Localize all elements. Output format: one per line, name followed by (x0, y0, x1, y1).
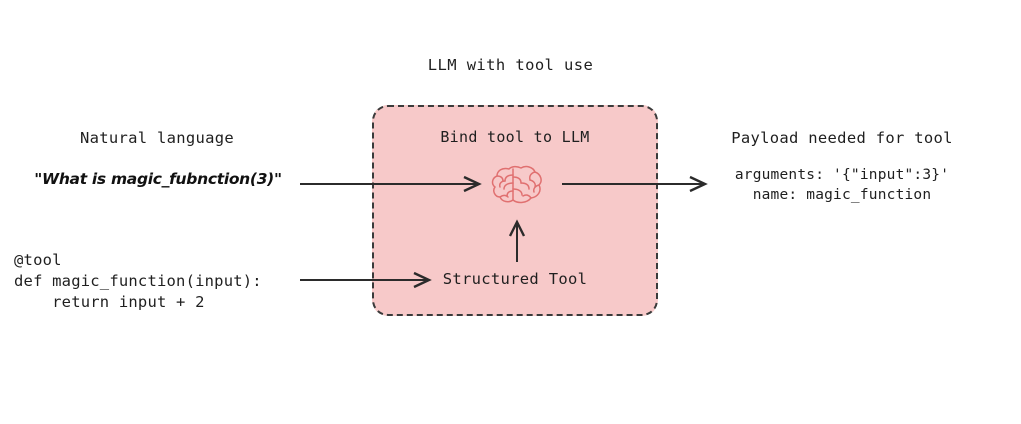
structured-tool-label: Structured Tool (442, 270, 588, 288)
payload-heading: Payload needed for tool (731, 129, 953, 147)
page-title: LLM with tool use (427, 56, 594, 74)
user-utterance-text: "What is magic_fubnction(3)" (34, 170, 282, 188)
natural-language-heading: Natural language (79, 129, 235, 147)
tool-code-block: @tool def magic_function(input): return … (14, 251, 262, 311)
bind-tool-label: Bind tool to LLM (440, 128, 590, 146)
payload-body: arguments: '{"input":3}' name: magic_fun… (734, 167, 950, 203)
brain-icon (491, 165, 542, 204)
